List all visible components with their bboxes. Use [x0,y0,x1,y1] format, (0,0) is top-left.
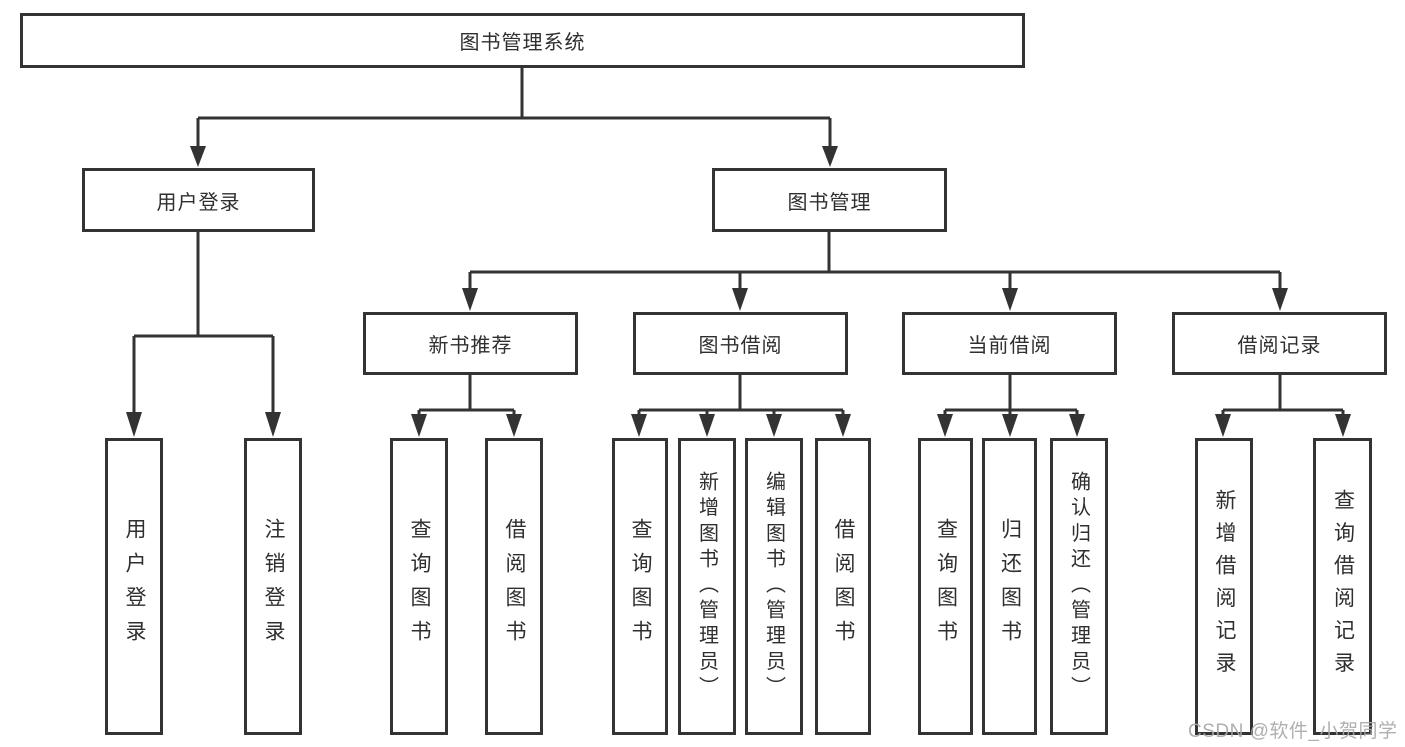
node-book-borrow-label: 图书借阅 [698,335,783,357]
leaf-query-borrow-record: 查询借阅记录 [1313,438,1372,735]
leaf-edit-book-admin-label: 编辑图书（管理员） [762,471,785,702]
leaf-query-borrow-record-label: 查询借阅记录 [1331,488,1355,685]
node-new-book-recommend-label: 新书推荐 [428,335,513,357]
leaf-logout-label: 注销登录 [262,518,285,655]
leaf-logout: 注销登录 [244,438,302,735]
node-root-label: 图书管理系统 [459,32,586,54]
leaf-borrow-books-borrow-label: 借阅图书 [832,518,855,655]
node-current-borrow-label: 当前借阅 [967,335,1052,357]
leaf-add-borrow-record: 新增借阅记录 [1195,438,1253,735]
leaf-query-books-recommend-label: 查询图书 [408,518,431,655]
node-user-login: 用户登录 [82,168,315,232]
leaf-query-books-current-label: 查询图书 [934,518,958,655]
leaf-query-books-borrow-label: 查询图书 [629,518,652,655]
arrowhead-icons [126,146,1351,437]
leaf-borrow-books-recommend: 借阅图书 [485,438,543,735]
node-new-book-recommend: 新书推荐 [363,312,578,375]
node-borrow-records: 借阅记录 [1172,312,1387,375]
node-book-borrow: 图书借阅 [633,312,848,375]
node-current-borrow: 当前借阅 [902,312,1117,375]
node-root: 图书管理系统 [20,13,1025,68]
leaf-add-book-admin-label: 新增图书（管理员） [695,471,718,702]
watermark: CSDN @软件_小贺同学 [1188,721,1398,742]
leaf-add-borrow-record-label: 新增借阅记录 [1213,488,1236,685]
leaf-return-book-label: 归还图书 [998,518,1022,655]
leaf-borrow-books-recommend-label: 借阅图书 [503,518,526,655]
leaf-user-login: 用户登录 [105,438,163,735]
node-user-login-label: 用户登录 [156,191,241,214]
node-borrow-records-label: 借阅记录 [1237,335,1322,357]
leaf-confirm-return-admin-label: 确认归还（管理员） [1067,471,1090,702]
leaf-confirm-return-admin: 确认归还（管理员） [1050,438,1108,735]
leaf-add-book-admin: 新增图书（管理员） [678,438,736,735]
leaf-query-books-current: 查询图书 [918,438,973,735]
leaf-edit-book-admin: 编辑图书（管理员） [745,438,803,735]
leaf-return-book: 归还图书 [982,438,1037,735]
leaf-query-books-borrow: 查询图书 [612,438,668,735]
node-book-management-label: 图书管理 [787,191,872,214]
leaf-query-books-recommend: 查询图书 [390,438,448,735]
leaf-borrow-books-borrow: 借阅图书 [815,438,871,735]
leaf-user-login-label: 用户登录 [123,518,146,655]
node-book-management: 图书管理 [712,168,947,232]
